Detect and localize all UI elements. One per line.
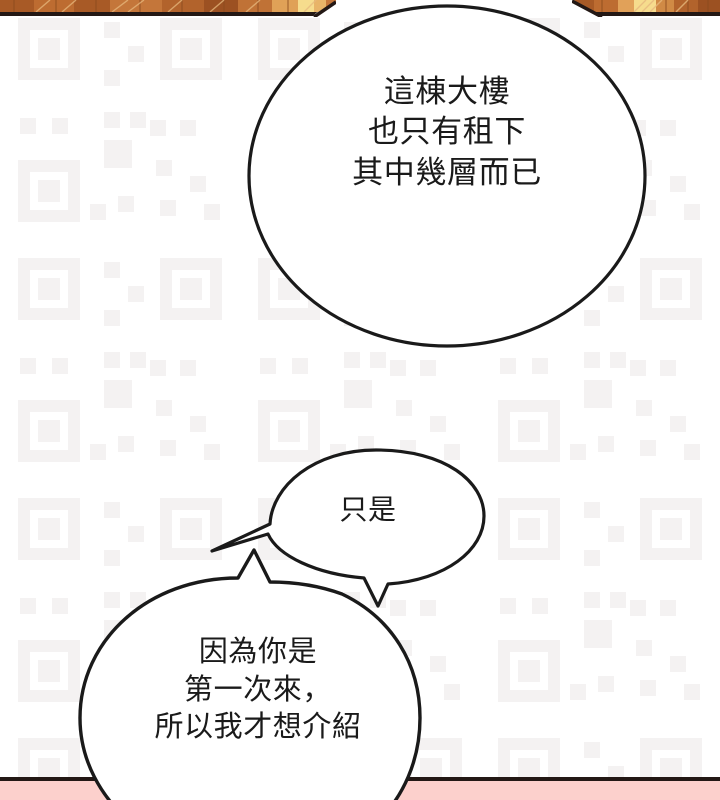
floor-horizon-line — [0, 777, 720, 781]
speech-balloon-1-text: 這棟大樓 也只有租下 其中幾層而已 — [352, 74, 542, 191]
ceiling-beams-left — [0, 0, 336, 17]
speech-balloon-2-text: 只是 — [339, 493, 397, 526]
speech-balloon-3-text: 因為你是 第一次來， 所以我才想介紹 — [154, 634, 362, 744]
ceiling-beams-right — [572, 0, 720, 17]
